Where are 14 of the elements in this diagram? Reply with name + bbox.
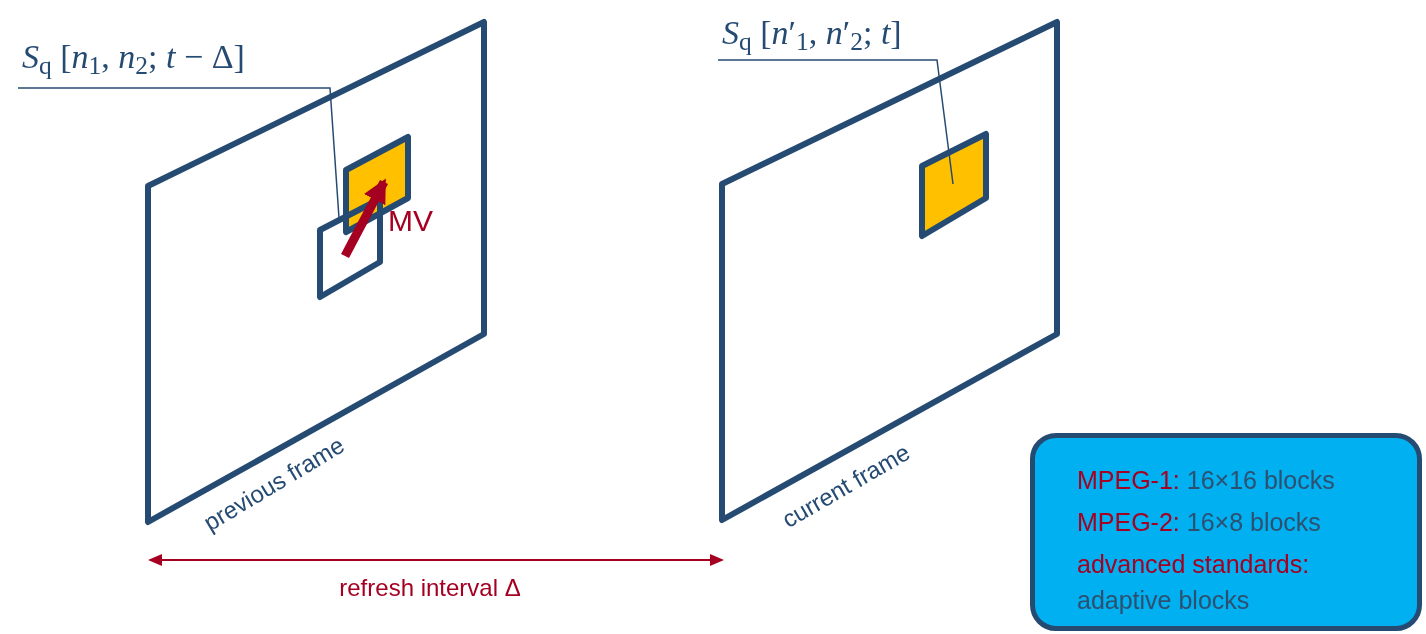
block-formula: S$_{q}$ [n′$_{1}$, n′$_{2}$; t] (722, 13, 903, 56)
dimension-label: refresh interval Δ (339, 576, 521, 600)
standard-name: advanced standards: (1077, 550, 1310, 578)
block-size-text: 16×16 blocks (1186, 466, 1335, 494)
standard-name: MPEG-2: (1077, 508, 1180, 536)
block-size-text: adaptive blocks (1077, 586, 1250, 614)
edge-label: MV (388, 206, 433, 236)
block-formula: S$_{q}$ [n$_{1}$, n$_{2}$; t − Δ] (22, 37, 246, 80)
info-panel (1030, 433, 1422, 631)
motion-vector-arrow (341, 178, 388, 259)
standard-name: MPEG-1: (1077, 466, 1180, 494)
leader-line (17, 87, 340, 219)
leader-line (717, 59, 954, 185)
block-size-text: 16×8 blocks (1186, 508, 1321, 536)
